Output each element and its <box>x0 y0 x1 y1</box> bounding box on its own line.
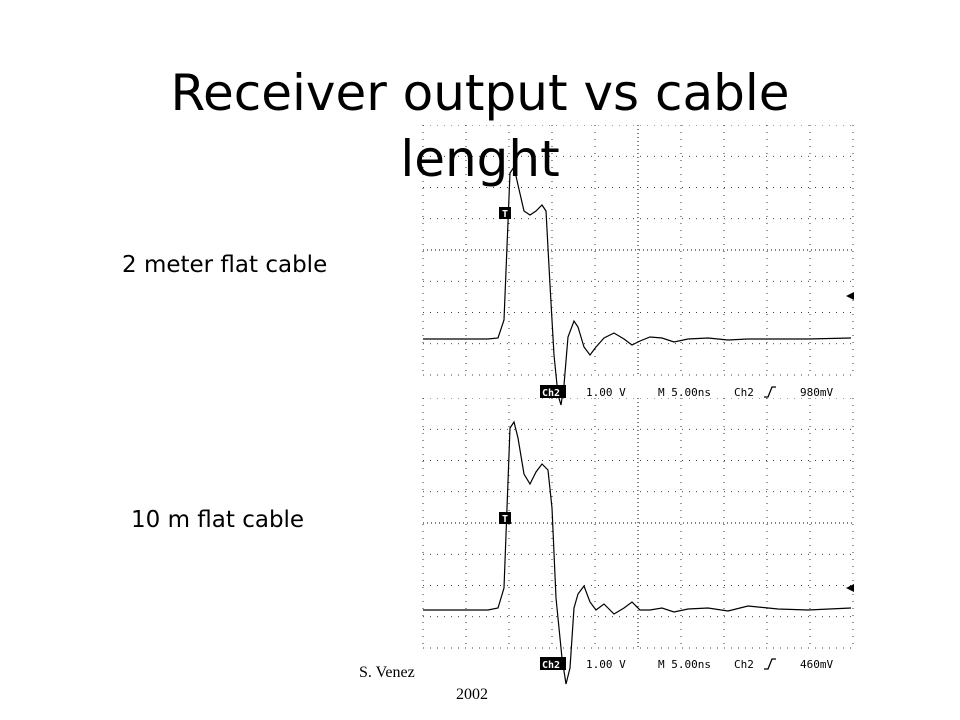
timebase: M 5.00ns <box>658 658 711 671</box>
trigger-marker: T <box>499 512 511 525</box>
footer-year: 2002 <box>456 686 488 703</box>
slide-title: Receiver output vs cable lenght <box>170 64 790 188</box>
trigger-level: 980mV <box>800 386 833 399</box>
waveform-trace <box>423 165 852 406</box>
plot-label-10m: 10 m flat cable <box>131 507 305 533</box>
trigger-level: 460mV <box>800 658 833 671</box>
scope-readout: Ch2 1.00 V M 5.00ns Ch2 460mV <box>540 657 833 671</box>
svg-text:T: T <box>502 209 508 220</box>
waveform-trace <box>423 420 852 685</box>
scope-readout: Ch2 1.00 V M 5.00ns Ch2 980mV <box>540 385 833 399</box>
left-arrow-icon <box>846 292 854 300</box>
left-arrow-icon <box>846 584 854 592</box>
footer-author: S. Venez <box>359 664 415 681</box>
scope-grid <box>422 125 854 376</box>
channel-badge: Ch2 <box>542 388 560 399</box>
trigger-channel: Ch2 <box>734 386 754 399</box>
scope-grid <box>422 398 854 649</box>
timebase: M 5.00ns <box>658 386 711 399</box>
rising-edge-icon <box>764 658 776 670</box>
volts-per-div: 1.00 V <box>586 386 626 399</box>
plot-label-2m: 2 meter flat cable <box>122 252 328 278</box>
trigger-channel: Ch2 <box>734 658 754 671</box>
oscilloscope-trace-10m: T Ch2 1.00 V M 5.00ns Ch2 460mV <box>422 398 854 685</box>
channel-badge: Ch2 <box>542 660 560 671</box>
svg-text:T: T <box>502 514 508 525</box>
rising-edge-icon <box>764 386 776 398</box>
trigger-marker: T <box>499 207 511 220</box>
volts-per-div: 1.00 V <box>586 658 626 671</box>
oscilloscope-trace-2m: T Ch2 1.00 V M 5.00ns Ch2 980mV <box>422 125 854 406</box>
